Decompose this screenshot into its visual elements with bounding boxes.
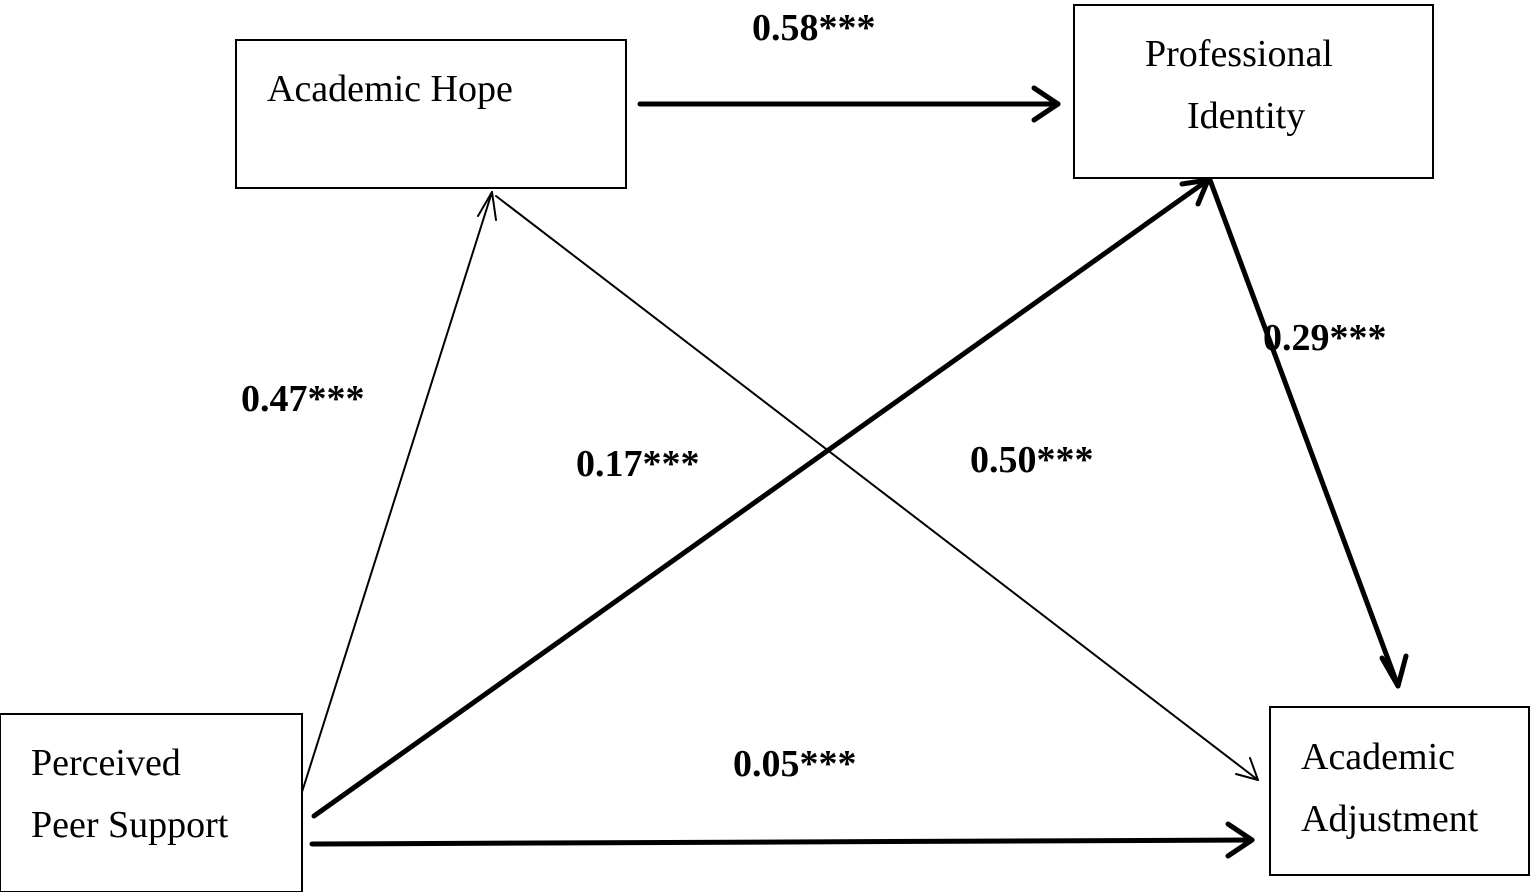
arrow-identity-to-adjustment — [1207, 177, 1409, 689]
coef-support-to-identity: 0.17*** — [576, 443, 700, 485]
node-label-line1: Perceived — [31, 742, 181, 784]
node-label-line2: Identity — [1187, 95, 1305, 137]
node-perceived-peer-support: Perceived Peer Support — [0, 713, 303, 892]
node-label-line2: Adjustment — [1301, 798, 1479, 840]
coef-support-to-adjustment: 0.05*** — [733, 743, 857, 785]
node-academic-adjustment: Academic Adjustment — [1269, 706, 1530, 876]
arrow-support-to-hope — [301, 191, 497, 793]
arrow-hope-to-adjustment — [495, 195, 1259, 781]
arrow-support-to-identity — [311, 177, 1211, 819]
coef-identity-to-adjustment: 0.29*** — [1263, 317, 1387, 359]
coef-hope-to-adjustment: 0.50*** — [970, 439, 1094, 481]
node-academic-hope: Academic Hope — [235, 39, 627, 189]
node-label-line1: Academic — [1301, 736, 1455, 778]
arrow-support-to-adjustment — [309, 821, 1255, 859]
node-professional-identity: Professional Identity — [1073, 4, 1434, 179]
coef-support-to-hope: 0.47*** — [241, 378, 365, 420]
node-label-line2: Peer Support — [31, 804, 229, 846]
node-label: Academic Hope — [267, 68, 513, 110]
coef-hope-to-identity: 0.58*** — [752, 7, 876, 49]
arrow-hope-to-identity — [637, 85, 1061, 123]
node-label-line1: Professional — [1145, 33, 1333, 75]
